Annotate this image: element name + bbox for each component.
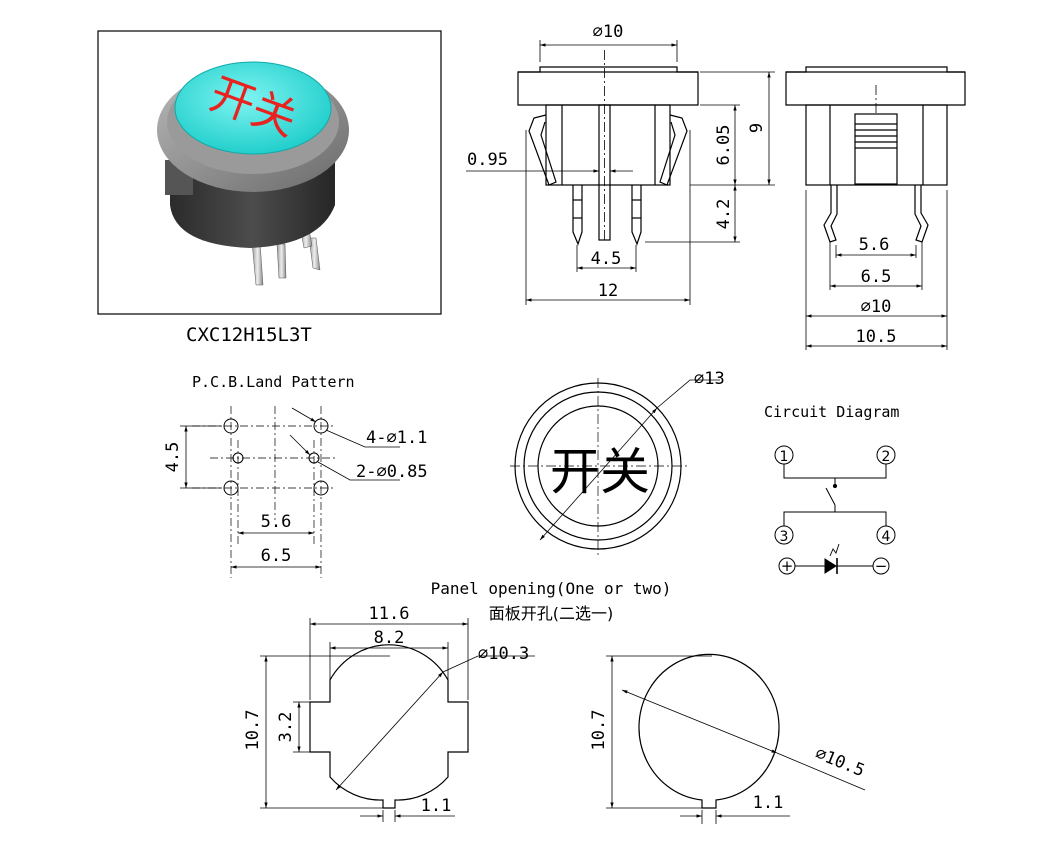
minus-label: − [875,557,888,575]
pcb-hole-small-label: 2-⌀0.85 [356,462,428,482]
panel-left-dim-height: 10.7 [243,710,263,751]
front-dim-body-height: 6.05 [714,125,734,166]
front-dim-pin-length: 4.2 [714,199,734,230]
panel-left-dim-key: 1.1 [421,796,452,816]
front-dim-pin-width: 0.95 [467,150,508,170]
circuit-pin-label: 3 [780,529,789,545]
side-dim-outer-spacing: 6.5 [861,267,892,287]
side-dim-diameter: ⌀10 [861,297,892,317]
render-cap [174,61,332,155]
panel-opening-left [260,618,535,822]
side-view [785,66,966,350]
panel-right-dim-height: 10.7 [589,710,609,751]
side-dim-width: 10.5 [856,327,897,347]
pcb-dim-outer: 6.5 [261,546,292,566]
led-icon [824,558,837,574]
panel-left-dim-notch: 3.2 [276,712,296,743]
front-dim-diameter: ⌀10 [593,22,624,42]
circuit-pin-label: 4 [882,529,891,545]
panel-title-cn: 面板开孔(二选一) [489,604,614,623]
panel-right-dim-key: 1.1 [753,793,784,813]
pcb-hole-large-label: 4-⌀1.1 [366,428,427,448]
front-dim-width: 12 [598,281,618,301]
front-dim-spacing: 4.5 [591,249,622,269]
front-view [466,40,775,305]
panel-left-dim-width: 11.6 [369,604,410,624]
pcb-dim-inner: 5.6 [261,512,292,532]
circuit-diagram [774,445,896,575]
pcb-pattern [180,406,400,578]
top-cap-text: 开关 [550,443,650,501]
panel-title-en: Panel opening(One or two) [431,579,672,598]
circuit-pin-label: 1 [780,449,789,465]
panel-left-dim-diameter: ⌀10.3 [478,644,529,664]
model-label: CXC12H15L3T [186,324,312,346]
pcb-hole [313,480,329,496]
pcb-hole [223,418,239,434]
front-dim-total-height: 9 [747,123,767,133]
top-view [510,378,720,555]
side-dim-pin-spacing: 5.6 [859,235,890,255]
pcb-hole [223,480,239,496]
pcb-hole-small [232,452,244,464]
pcb-dim-vertical: 4.5 [163,442,183,473]
panel-right-dim-diameter: ⌀10.5 [812,744,867,782]
panel-opening-right [606,653,866,824]
top-dim-diameter: ⌀13 [694,369,725,389]
circuit-title: Circuit Diagram [764,403,899,421]
panel-left-dim-inner: 8.2 [374,628,405,648]
circuit-pin-label: 2 [882,449,891,465]
pcb-hole-small [308,452,320,464]
pcb-hole [313,418,329,434]
plus-label: + [781,557,794,575]
pcb-title: P.C.B.Land Pattern [192,373,355,391]
product-render: 开关 [97,30,442,315]
